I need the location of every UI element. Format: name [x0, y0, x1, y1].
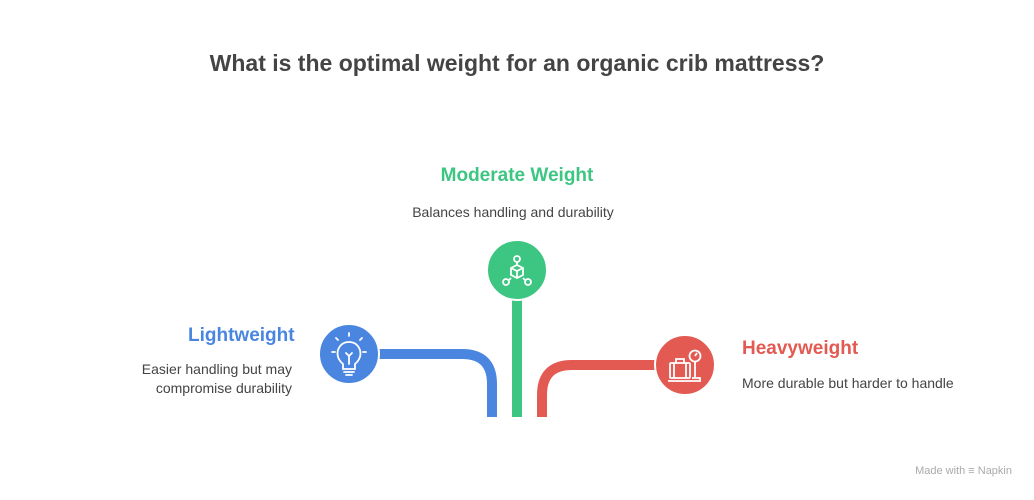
luggage-scale-icon	[668, 349, 702, 382]
napkin-logo-icon: ≡	[968, 465, 975, 477]
made-with-label: Made with	[915, 465, 966, 477]
moderate-node	[486, 239, 548, 301]
lightweight-connector	[378, 349, 497, 417]
lightweight-node	[318, 323, 380, 385]
cube-network-icon	[502, 255, 532, 286]
heavyweight-connector	[537, 360, 656, 417]
heavyweight-heading: Heavyweight	[742, 338, 859, 359]
diagram-title: What is the optimal weight for an organi…	[209, 50, 825, 76]
lightbulb-icon	[331, 332, 367, 376]
moderate-description: Balances handling and durability	[412, 204, 614, 220]
napkin-brand: Napkin	[977, 465, 1012, 477]
lightweight-description: Easier handling but may compromise durab…	[141, 361, 292, 396]
lightweight-heading: Lightweight	[188, 325, 295, 346]
heavyweight-description: More durable but harder to handle	[742, 375, 954, 391]
moderate-heading: Moderate Weight	[440, 165, 594, 186]
napkin-watermark[interactable]: Made with ≡ Napkin	[915, 465, 1012, 477]
heavyweight-node	[654, 334, 716, 396]
